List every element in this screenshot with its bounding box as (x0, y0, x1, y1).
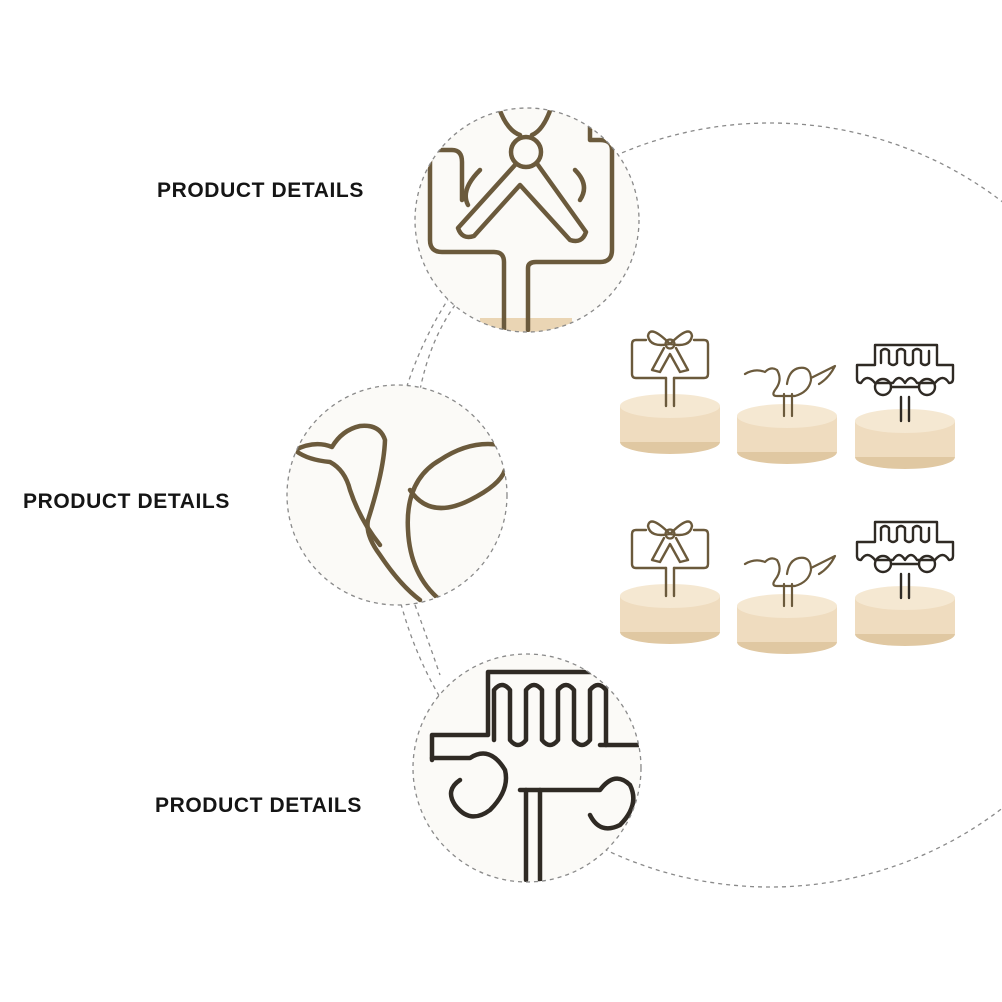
product-car-holder-2 (853, 520, 957, 648)
dashed-connector-top (419, 304, 456, 391)
detail-circle-bird (286, 384, 508, 606)
product-bow-holder-2 (618, 520, 722, 646)
product-bird-holder-1 (735, 364, 839, 466)
detail-circle-bow (414, 107, 640, 333)
dashed-connector-bottom (414, 604, 441, 676)
product-bow-holder-1 (618, 330, 722, 456)
product-details-label-bottom: PRODUCT DETAILS (155, 794, 362, 817)
product-details-label-middle: PRODUCT DETAILS (23, 490, 230, 513)
product-car-holder-1 (853, 343, 957, 471)
detail-circle-car (412, 653, 642, 883)
product-grid (618, 330, 957, 656)
product-details-label-top: PRODUCT DETAILS (157, 179, 364, 202)
product-bird-holder-2 (735, 554, 839, 656)
